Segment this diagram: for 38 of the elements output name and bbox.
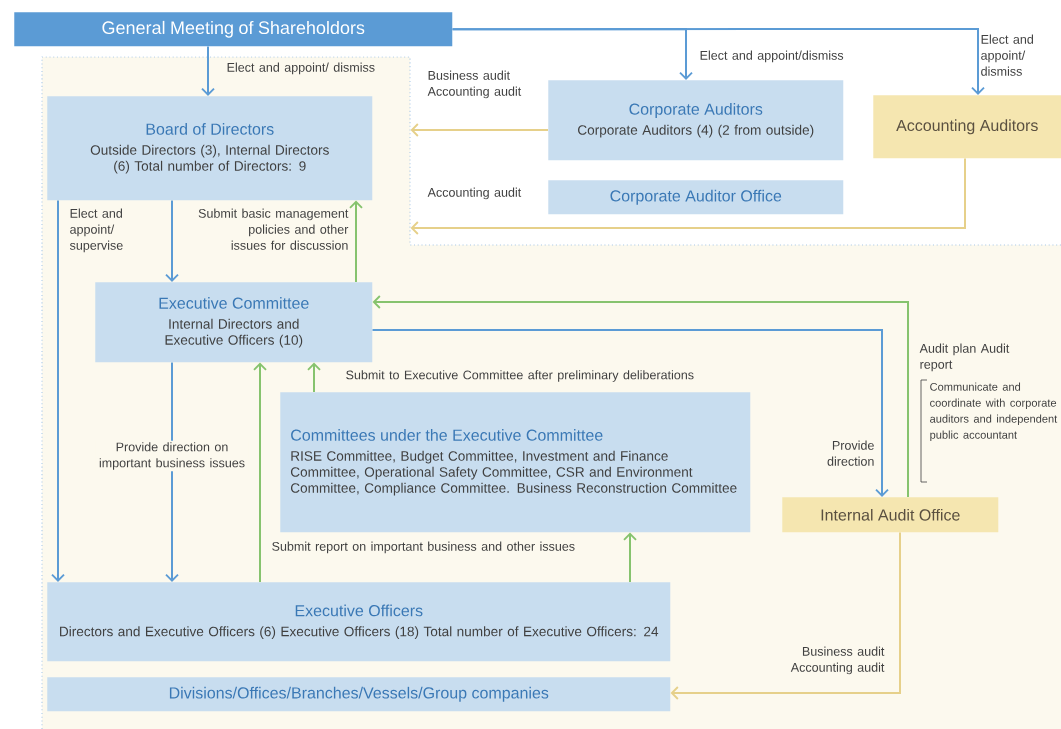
organization-box: Committees under the Executive Committee RISE Committee, Budget Committee, Investment and Finance Committee, Operational Safety Committee, CSR and Environment Committee, Compliance Committee. Business Reconstruction Committee	[280, 392, 751, 533]
arrow	[410, 123, 549, 137]
edge-label: Business audit Accounting audit	[427, 70, 522, 99]
edge-label: Elect and appoint/ supervise	[69, 208, 123, 253]
arrow	[51, 199, 65, 582]
arrow	[670, 531, 901, 700]
audit-box: Accounting Auditors	[873, 95, 1061, 159]
heading-box: General Meeting of Shareholdors	[14, 12, 453, 47]
arrow	[451, 28, 985, 95]
audit-box: Internal Audit Office	[782, 497, 999, 533]
edge-label: Accounting audit	[427, 187, 522, 200]
note-text: Communicate and coordinate with corporate auditors and independent public accountant	[930, 382, 1058, 441]
edge-label: Elect and appoint/dismiss	[700, 50, 844, 63]
edge-label: Elect and appoint/ dismiss	[981, 34, 1033, 76]
organization-box: Executive Officers Directors and Executive Officers (6) Executive Officers (18) Total number of Executive Officers: 24	[47, 582, 671, 662]
arrow	[253, 362, 267, 583]
arrow	[623, 532, 637, 583]
arrow	[165, 199, 179, 282]
arrow	[372, 295, 909, 498]
edge-label: Elect and appoint/ dismiss	[227, 62, 375, 75]
edge-label: Audit plan Audit report	[919, 343, 1010, 372]
organization-box: Corporate Auditor Office	[548, 180, 844, 215]
edge-label: Submit report on important business and other issues	[272, 541, 575, 554]
edge-label: Submit basic management policies and other issues for discussion	[198, 208, 349, 250]
edge-label: Provide direction	[827, 440, 874, 466]
arrow	[371, 329, 889, 497]
edge-label: Submit to Executive Committee after preliminary deliberations	[346, 370, 694, 382]
organization-box: Executive Committee Internal Directors and Executive Officers (10)	[95, 282, 373, 363]
arrow	[201, 45, 215, 96]
arrow	[307, 362, 321, 393]
arrow	[410, 157, 966, 235]
edge-label: Business audit Accounting audit	[790, 646, 885, 675]
edge-label: Provide direction on important business issues	[95, 440, 249, 472]
arrow	[349, 200, 363, 283]
organization-box: Corporate Auditors Corporate Auditors (4) (2 from outside)	[548, 80, 844, 161]
organization-box: Divisions/Offices/Branches/Vessels/Group companies	[47, 677, 671, 712]
organization-box: Board of Directors Outside Directors (3), Internal Directors (6) Total number of Directors: 9	[47, 96, 373, 201]
arrow	[165, 361, 179, 582]
